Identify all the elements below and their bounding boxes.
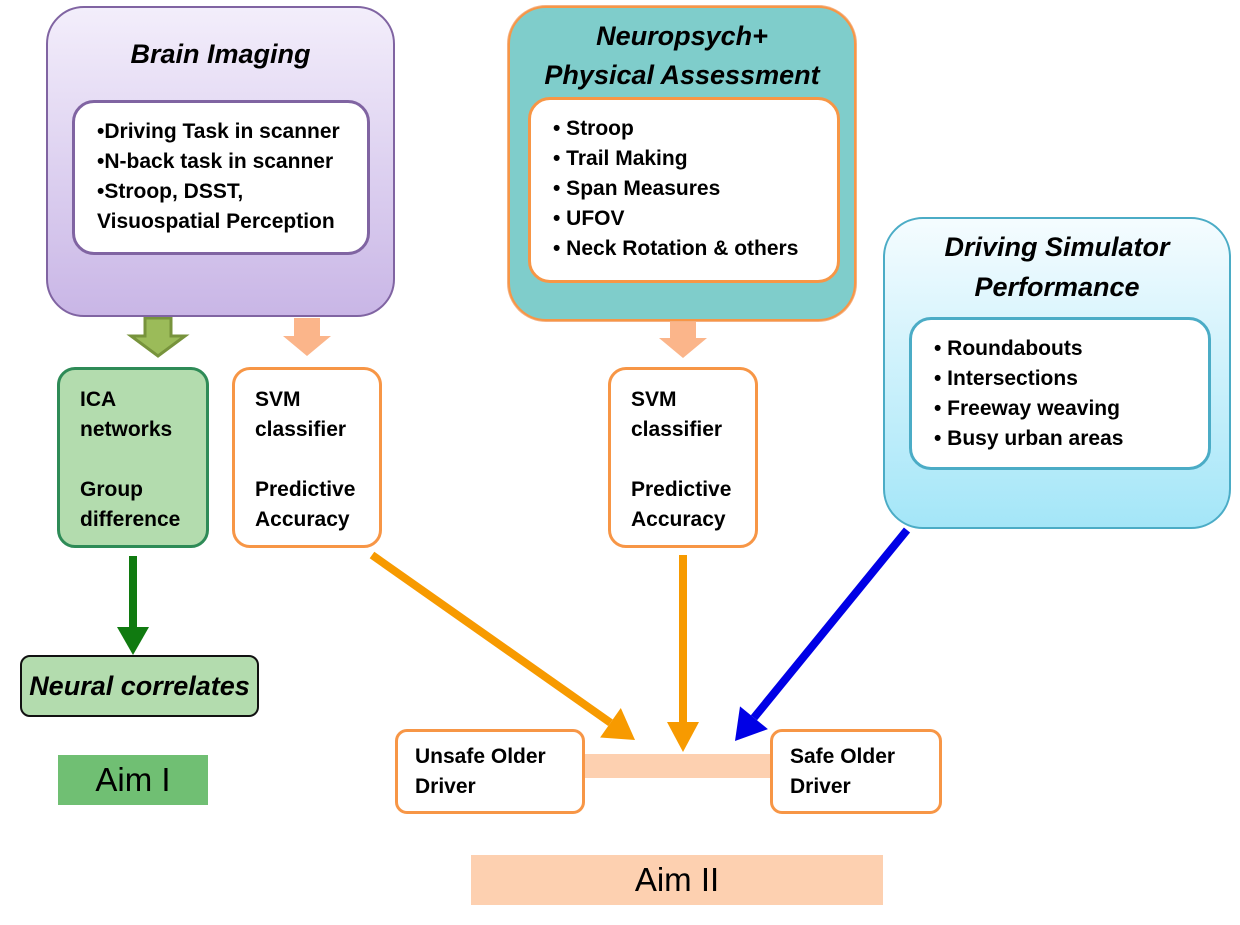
list-item: •Driving Task in scanner [97, 120, 340, 143]
safe-line2: Driver [790, 775, 851, 798]
list-item: •Stroop, DSST, [97, 180, 244, 203]
list-item: • Freeway weaving [934, 397, 1120, 420]
blue-arrow-head [735, 706, 768, 741]
simulator-list: • Roundabouts • Intersections • Freeway … [909, 317, 1211, 470]
orange-arrow-center-head [667, 722, 699, 752]
list-item: • Busy urban areas [934, 427, 1124, 450]
svm-left-line2: classifier [255, 418, 347, 441]
neuropsych-title-line2: Physical Assessment [544, 60, 820, 90]
neural-correlates-box: Neural correlates [20, 655, 259, 717]
down-arrow-peach-right [659, 320, 707, 358]
aim-1-label: Aim I [95, 761, 171, 798]
ica-line3: Group [80, 478, 143, 501]
green-arrow-head [117, 627, 149, 655]
ica-line4: difference [80, 508, 181, 531]
ica-line1: ICA [80, 388, 117, 411]
aim-2-label: Aim II [634, 861, 720, 898]
driving-simulator-box: Driving Simulator Performance • Roundabo… [883, 217, 1231, 529]
brain-imaging-box: Brain Imaging •Driving Task in scanner •… [46, 6, 395, 317]
outcome-connector-bar [584, 754, 772, 778]
svm-right-line2: classifier [631, 418, 723, 441]
safe-line1: Safe Older [790, 745, 896, 768]
list-item: • Neck Rotation & others [553, 237, 799, 260]
unsafe-line1: Unsafe Older [415, 745, 546, 768]
neuropsych-title-line1: Neuropsych+ [596, 21, 768, 51]
aim-2-banner: Aim II [471, 855, 883, 905]
svm-right-line4: Accuracy [631, 508, 726, 531]
neural-correlates-label: Neural correlates [29, 671, 250, 701]
svm-right-line1: SVM [631, 388, 677, 411]
svm-left-line1: SVM [255, 388, 301, 411]
unsafe-older-driver-box: Unsafe Older Driver [395, 729, 585, 814]
svm-right-line3: Predictive [631, 478, 732, 501]
simulator-title-line1: Driving Simulator [944, 232, 1170, 262]
list-item: • Roundabouts [934, 337, 1083, 360]
list-item: • Span Measures [553, 177, 721, 200]
svm-left-line3: Predictive [255, 478, 356, 501]
svm-classifier-left-box: SVM classifier Predictive Accuracy [232, 367, 382, 548]
svm-left-line4: Accuracy [255, 508, 350, 531]
neuropsych-box: Neuropsych+ Physical Assessment • Stroop… [508, 6, 856, 321]
ica-line2: networks [80, 418, 173, 441]
blue-arrow-shaft [750, 527, 911, 721]
down-arrow-green-block [126, 316, 190, 358]
orange-arrow-left-shaft [369, 551, 613, 727]
safe-older-driver-box: Safe Older Driver [770, 729, 942, 814]
brain-imaging-title: Brain Imaging [130, 39, 311, 69]
list-item: • Stroop [553, 117, 634, 140]
list-item: •N-back task in scanner [97, 150, 334, 173]
list-item: • Intersections [934, 367, 1078, 390]
list-item: • Trail Making [553, 147, 688, 170]
orange-arrow-left-head [600, 708, 635, 740]
down-arrow-peach-left [283, 318, 331, 356]
simulator-title-line2: Performance [974, 272, 1140, 302]
aim-1-banner: Aim I [58, 755, 208, 805]
neuropsych-list: • Stroop • Trail Making • Span Measures … [528, 97, 840, 283]
brain-imaging-list: •Driving Task in scanner •N-back task in… [72, 100, 370, 255]
list-item: Visuospatial Perception [97, 210, 335, 233]
list-item: • UFOV [553, 207, 625, 230]
svm-classifier-right-box: SVM classifier Predictive Accuracy [608, 367, 758, 548]
unsafe-line2: Driver [415, 775, 476, 798]
ica-networks-box: ICA networks Group difference [57, 367, 209, 548]
